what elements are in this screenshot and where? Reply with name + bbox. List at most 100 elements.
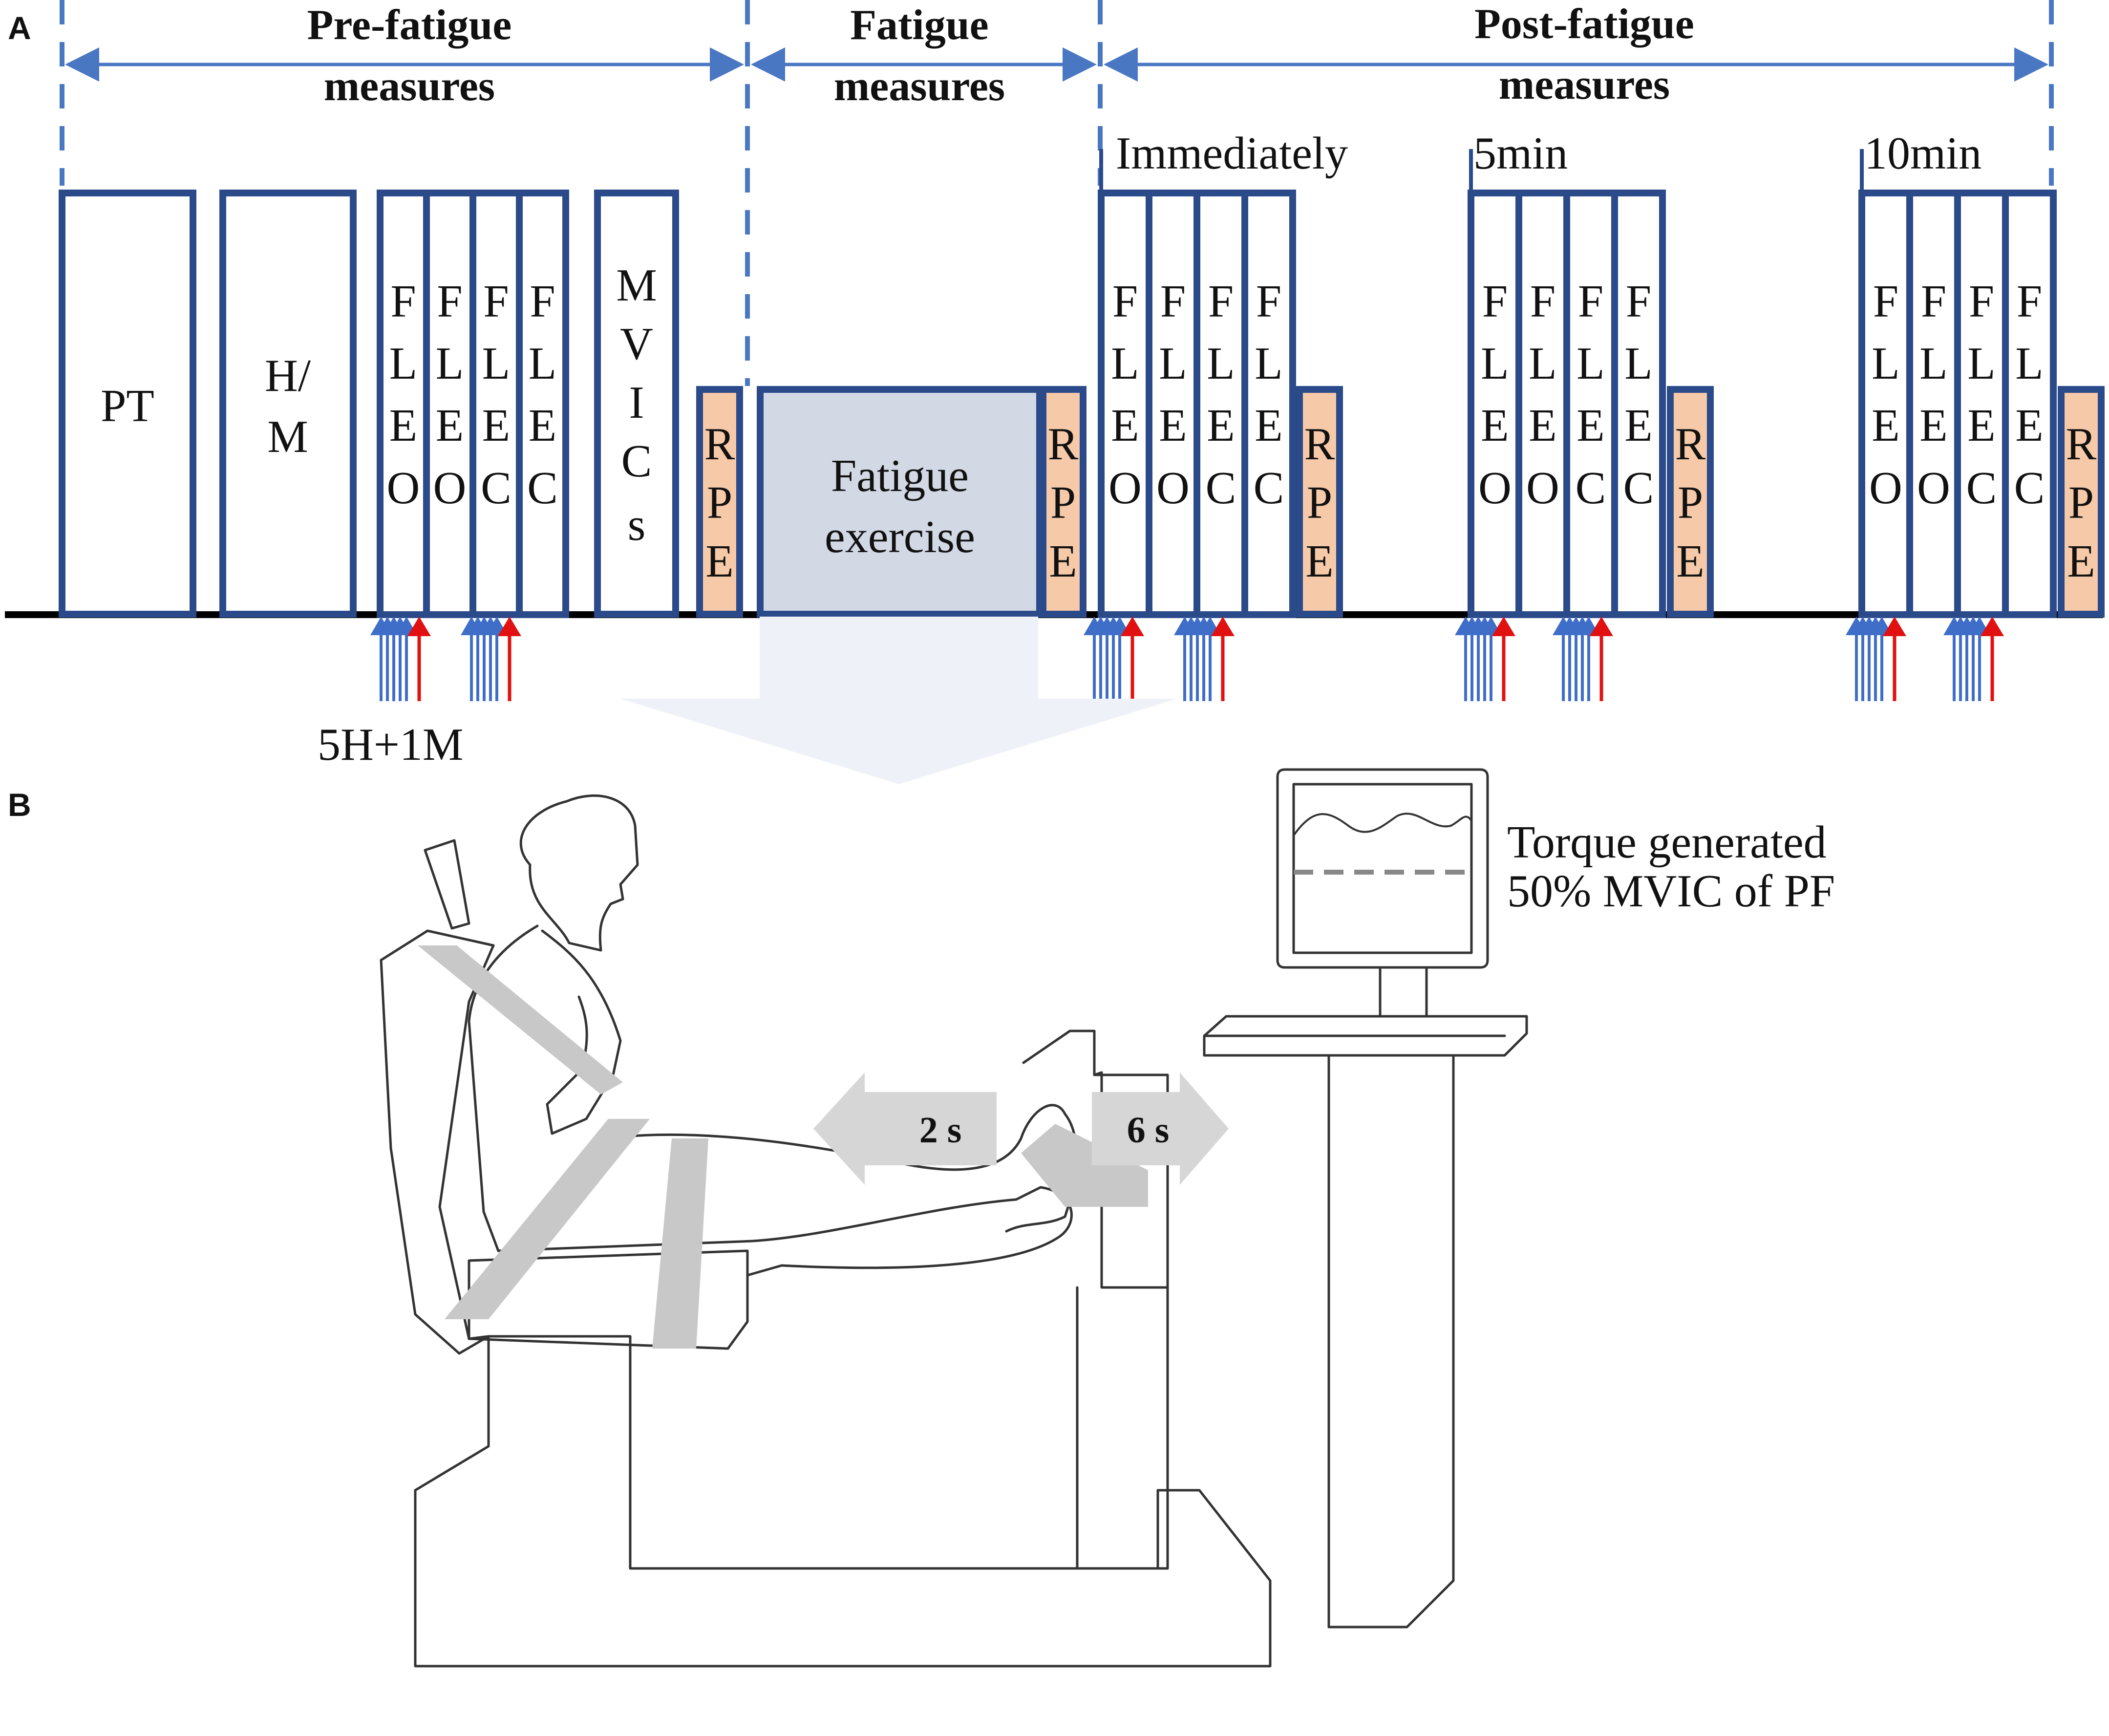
fle-letter: F bbox=[530, 276, 555, 327]
fle-letter: L bbox=[1529, 338, 1556, 389]
fle-letter: E bbox=[1159, 400, 1187, 451]
fle-letter: F bbox=[1530, 276, 1555, 327]
stimulation-arrows bbox=[1553, 617, 1613, 701]
timing-right-label: 6 s bbox=[1127, 1110, 1170, 1151]
dynamometer-base bbox=[414, 1335, 1272, 1668]
fle-letter: F bbox=[1256, 276, 1281, 327]
stimulation-arrows bbox=[1943, 617, 2004, 701]
torso-strap bbox=[445, 1119, 650, 1319]
pt-box bbox=[59, 190, 196, 618]
left-timing-arrow bbox=[813, 1072, 997, 1185]
fatigue-exercise-label-line2: exercise bbox=[825, 512, 975, 562]
fle-letter: E bbox=[1111, 400, 1139, 451]
fle-letter: L bbox=[1967, 338, 1995, 389]
hm-box bbox=[219, 190, 357, 618]
fle-letter: F bbox=[1969, 276, 1994, 327]
restraint-straps bbox=[418, 945, 1148, 1349]
fle-letter: E bbox=[1255, 400, 1282, 451]
m-wave-arrow bbox=[1981, 617, 2004, 701]
fatigue-exercise-box bbox=[757, 386, 1043, 618]
hm-label-line1: H/ bbox=[265, 350, 311, 401]
fle-letter: C bbox=[1623, 463, 1654, 514]
fle-letter: E bbox=[1207, 400, 1235, 451]
fle-letter: L bbox=[1872, 338, 1899, 389]
m-wave-arrow bbox=[1590, 617, 1613, 701]
fle-letter: E bbox=[482, 400, 510, 451]
fle-letter: E bbox=[1919, 400, 1947, 451]
dynamometer-column bbox=[1076, 1286, 1169, 1570]
fle-letter: O bbox=[1156, 463, 1190, 514]
rpe-letter: R bbox=[704, 419, 735, 470]
fle-letter: F bbox=[2017, 276, 2042, 327]
timepoint-5min: 5min bbox=[1473, 128, 1568, 179]
phase-title-pre-line1: Pre-fatigue bbox=[307, 1, 512, 49]
mvic-letter: M bbox=[616, 260, 657, 311]
rpe-box: RPE bbox=[696, 386, 743, 618]
fle-letter: O bbox=[1917, 463, 1950, 514]
fle-letter: O bbox=[387, 463, 420, 514]
stimulation-arrows bbox=[370, 617, 431, 701]
monitor-annotation-line1: Torque generated bbox=[1507, 817, 1827, 868]
fle-letter: F bbox=[1482, 276, 1508, 327]
fle-letter: O bbox=[1526, 463, 1559, 514]
mvic-letter: V bbox=[620, 319, 653, 369]
fle-letter: E bbox=[1576, 400, 1604, 451]
rpe-letter: R bbox=[1304, 419, 1335, 470]
phase-title-post-line2: measures bbox=[1499, 61, 1670, 108]
fle-letter: F bbox=[1160, 276, 1186, 327]
right-timing-arrow bbox=[1092, 1072, 1229, 1185]
fle-letter: E bbox=[529, 400, 556, 451]
person-arm bbox=[541, 929, 622, 1135]
fle-letter: L bbox=[1111, 338, 1139, 389]
rpe-letter: R bbox=[1048, 419, 1079, 470]
phase-title-fatigue-line2: measures bbox=[834, 63, 1005, 110]
monitor-screen bbox=[1276, 768, 1489, 969]
rpe-box: RPE bbox=[2058, 386, 2105, 618]
fle-letter: C bbox=[527, 463, 558, 514]
shin-strap bbox=[1021, 1124, 1148, 1207]
monitor-table bbox=[1203, 1015, 1528, 1057]
rpe-letter: E bbox=[1305, 536, 1333, 587]
fle-letter: C bbox=[1576, 463, 1606, 514]
rpe-letter: R bbox=[1675, 419, 1706, 470]
fle-letter: E bbox=[436, 400, 464, 451]
stimulation-arrows bbox=[1174, 617, 1235, 701]
m-wave-arrow bbox=[1121, 617, 1144, 701]
rpe-letter: E bbox=[705, 536, 733, 587]
rpe-box: RPE bbox=[1296, 386, 1343, 618]
fle-letter: L bbox=[436, 338, 464, 389]
stimulation-arrows bbox=[461, 617, 521, 701]
m-wave-arrow bbox=[498, 617, 521, 701]
fle-letter: L bbox=[1576, 338, 1604, 389]
fle-letter: L bbox=[1207, 338, 1235, 389]
fle-letter: L bbox=[389, 338, 417, 389]
rpe-letter: E bbox=[1676, 536, 1704, 587]
rpe-box: RPE bbox=[1040, 386, 1086, 618]
dynamometer-head bbox=[1022, 1029, 1169, 1289]
rpe-box: RPE bbox=[1667, 386, 1714, 618]
torque-waveform bbox=[1293, 813, 1472, 836]
mvic-box bbox=[594, 190, 679, 618]
fle-letter: L bbox=[482, 338, 510, 389]
phase-title-pre-line2: measures bbox=[324, 63, 495, 110]
fle-letter: E bbox=[1529, 400, 1556, 451]
fle-letter: C bbox=[481, 463, 511, 514]
transition-arrow bbox=[620, 617, 1177, 784]
rpe-letter: E bbox=[1049, 536, 1077, 587]
monitor-pillar bbox=[1327, 1054, 1455, 1629]
chair-backrest bbox=[380, 839, 495, 1355]
rpe-letter: P bbox=[2068, 477, 2094, 528]
